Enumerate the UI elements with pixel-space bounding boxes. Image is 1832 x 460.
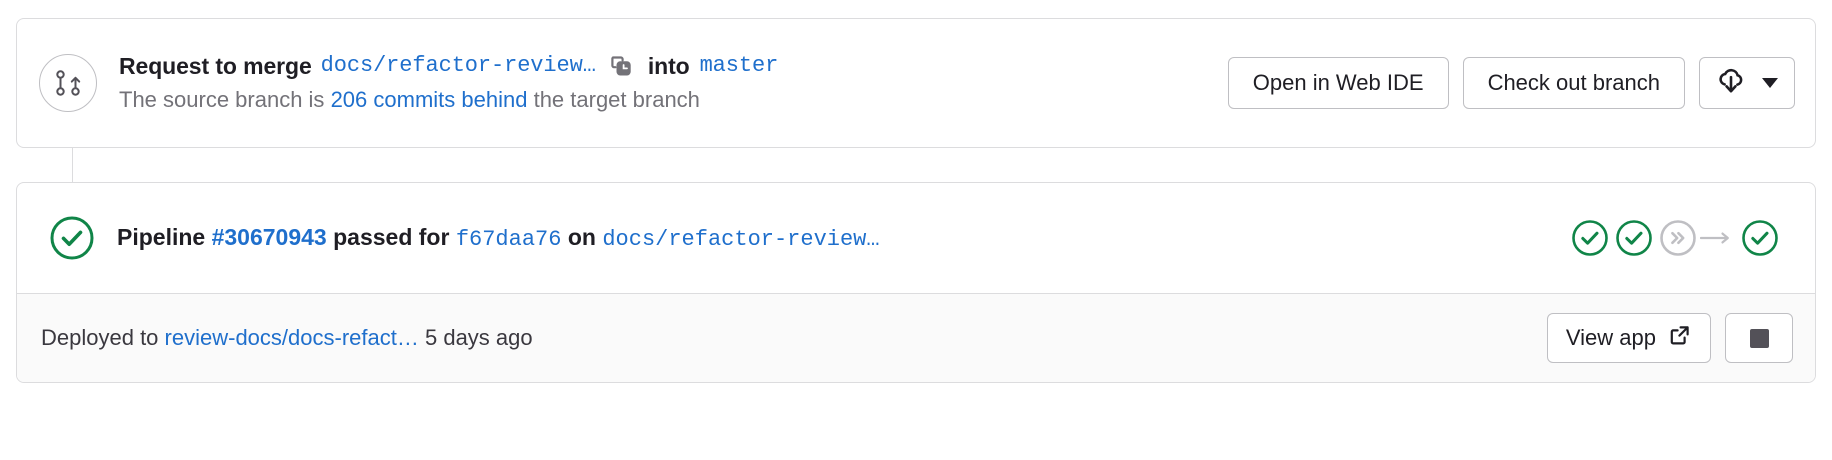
source-branch-link[interactable]: docs/refactor-review… [320,52,596,78]
merge-request-title-prefix: Request to merge [119,52,312,79]
stage-2-success-icon[interactable] [1615,219,1653,257]
subtitle-suffix: the target branch [533,86,700,112]
deployment-description: Deployed to review-docs/docs-refact… 5 d… [41,325,1547,351]
subtitle-prefix: The source branch is [119,86,325,112]
open-in-web-ide-button[interactable]: Open in Web IDE [1227,57,1449,109]
pipeline-card: Pipeline #30670943 passed for f67daa76 o… [16,182,1816,383]
widget-connector-line [72,148,73,182]
pipeline-description: Pipeline #30670943 passed for f67daa76 o… [117,222,1565,255]
merge-request-icon [39,54,97,112]
merge-request-header-card: Request to merge docs/refactor-review… i… [16,18,1816,148]
commit-sha-link[interactable]: f67daa76 [455,226,562,252]
view-app-button[interactable]: View app [1546,313,1711,363]
stop-environment-button[interactable] [1725,313,1793,363]
deployment-row: Deployed to review-docs/docs-refact… 5 d… [17,293,1815,382]
merge-request-subtitle: The source branch is 206 commits behind … [119,84,1204,116]
into-label: into [647,52,690,79]
pipeline-verb: passed for [333,223,450,250]
environment-link[interactable]: review-docs/docs-refact… [164,325,419,350]
pipeline-summary-row: Pipeline #30670943 passed for f67daa76 o… [17,183,1815,293]
stop-icon [1749,328,1769,348]
deployed-to-label: Deployed to [41,325,159,350]
pipeline-stages [1565,219,1779,257]
commits-behind-link[interactable]: 206 commits behind [330,86,528,112]
status-success-icon [49,215,95,261]
deployment-timestamp: 5 days ago [424,325,533,350]
merge-request-text-block: Request to merge docs/refactor-review… i… [119,51,1204,116]
merge-request-title: Request to merge docs/refactor-review… i… [119,51,1204,81]
pipeline-on-label: on [567,223,596,250]
target-branch-link[interactable]: master [699,52,779,78]
view-app-label: View app [1565,325,1656,350]
download-dropdown-button[interactable] [1699,57,1795,109]
merge-request-actions: Open in Web IDE Check out branch [1227,57,1795,109]
stage-1-success-icon[interactable] [1571,219,1609,257]
cloud-download-icon [1716,67,1746,100]
copy-icon[interactable] [608,53,634,79]
pipeline-id-link[interactable]: #30670943 [211,223,327,250]
deployment-actions: View app [1546,313,1793,363]
check-out-branch-button[interactable]: Check out branch [1462,57,1685,109]
stage-connector-arrow-icon [1700,231,1734,245]
chevron-down-icon [1762,78,1778,88]
pipeline-label: Pipeline [117,223,206,250]
stage-3-skipped-icon[interactable] [1659,219,1697,257]
external-link-icon [1668,323,1692,353]
pipeline-branch-link[interactable]: docs/refactor-review… [602,226,880,252]
stage-4-success-icon[interactable] [1741,219,1779,257]
